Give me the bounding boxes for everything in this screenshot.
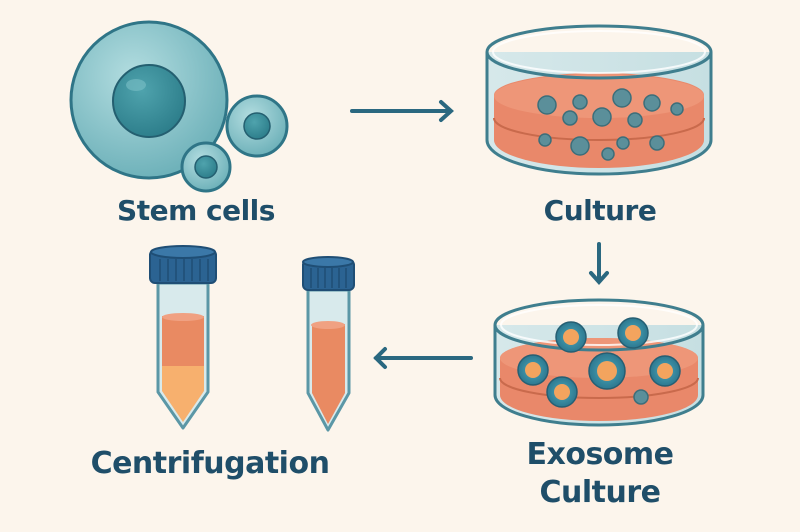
exosome-culture-label-line2: Culture — [539, 475, 662, 510]
arrow-right-icon — [350, 100, 454, 122]
stem-cell-icon — [69, 20, 289, 193]
arrow-left-icon — [373, 347, 473, 369]
stem-cells-label: Stem cells — [117, 194, 275, 227]
petri-dish-icon — [485, 24, 713, 176]
culture-label: Culture — [543, 194, 657, 227]
centrifuge-tube-icon — [149, 245, 217, 430]
exosome-culture-label-line1: Exosome — [526, 437, 674, 472]
centrifugation-label: Centrifugation — [90, 446, 330, 481]
exosome-dish-icon — [493, 298, 705, 427]
centrifuge-tube-icon — [302, 256, 355, 432]
exosome-culture-label: Exosome Culture — [498, 436, 702, 512]
arrow-down-icon — [589, 242, 609, 286]
